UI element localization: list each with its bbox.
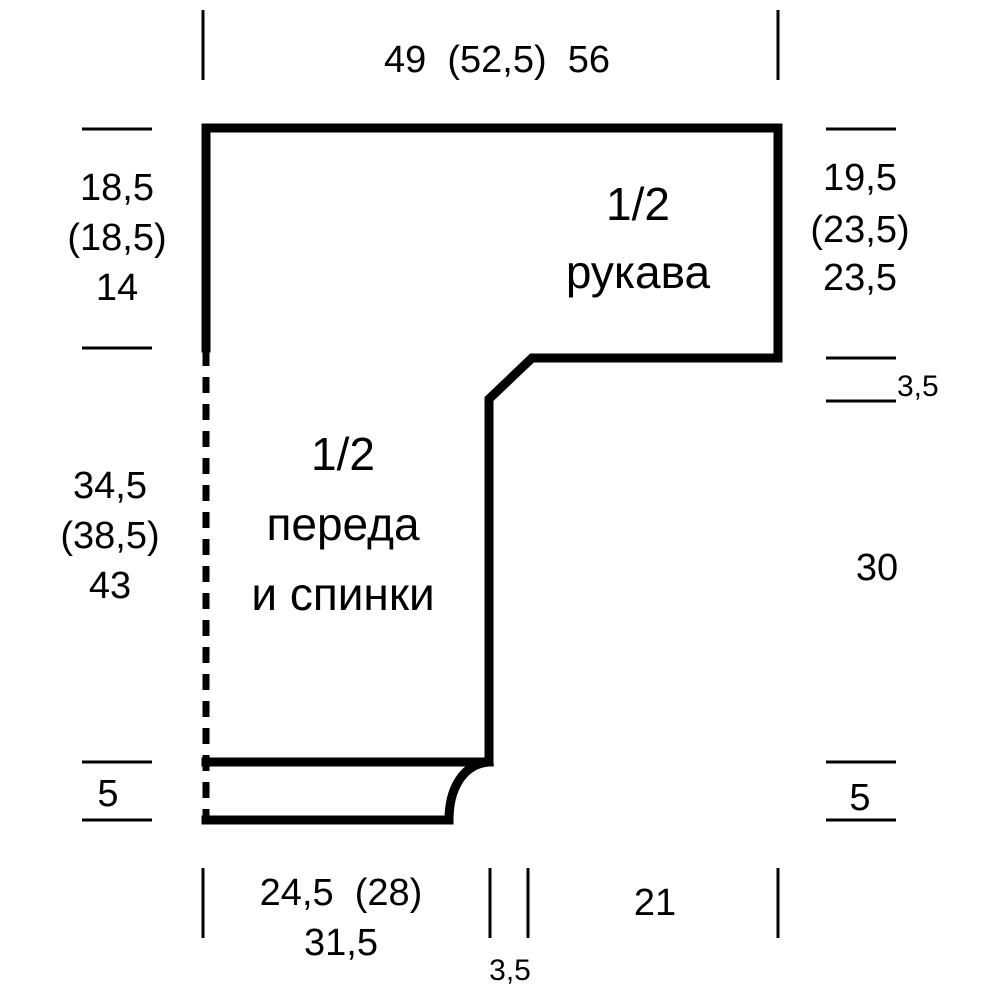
left-body-label-3: 43: [89, 565, 131, 607]
bottom-sleeve-label: 21: [634, 882, 676, 924]
bottom-body-label-1: 24,5 (28): [260, 872, 423, 914]
right-sleeve-label-2: (23,5): [810, 209, 909, 251]
left-sleeve-label-2: (18,5): [67, 217, 166, 259]
body-label-3: и спинки: [251, 568, 434, 620]
right-body-label: 30: [856, 547, 898, 589]
sleeve-label-1: 1/2: [606, 178, 670, 230]
top-width-label: 49 (52,5) 56: [384, 39, 610, 81]
left-body-label-1: 34,5: [73, 465, 147, 507]
pattern-outline: [201, 123, 783, 767]
right-rib-label: 5: [849, 777, 870, 819]
body-label-2: переда: [266, 498, 419, 550]
bottom-step-label: 3,5: [489, 954, 531, 987]
sleeve-label-2: рукава: [566, 246, 711, 298]
right-sleeve-label-1: 19,5: [823, 157, 897, 199]
left-body-label-2: (38,5): [60, 515, 159, 557]
cuff-outline: [201, 757, 494, 825]
right-step-label: 3,5: [897, 370, 939, 403]
body-label-1: 1/2: [311, 428, 375, 480]
left-rib-label: 5: [97, 773, 118, 815]
left-sleeve-label-3: 14: [96, 267, 138, 309]
left-sleeve-label-1: 18,5: [80, 167, 154, 209]
bottom-body-label-2: 31,5: [304, 922, 378, 964]
right-sleeve-label-3: 23,5: [823, 257, 897, 299]
